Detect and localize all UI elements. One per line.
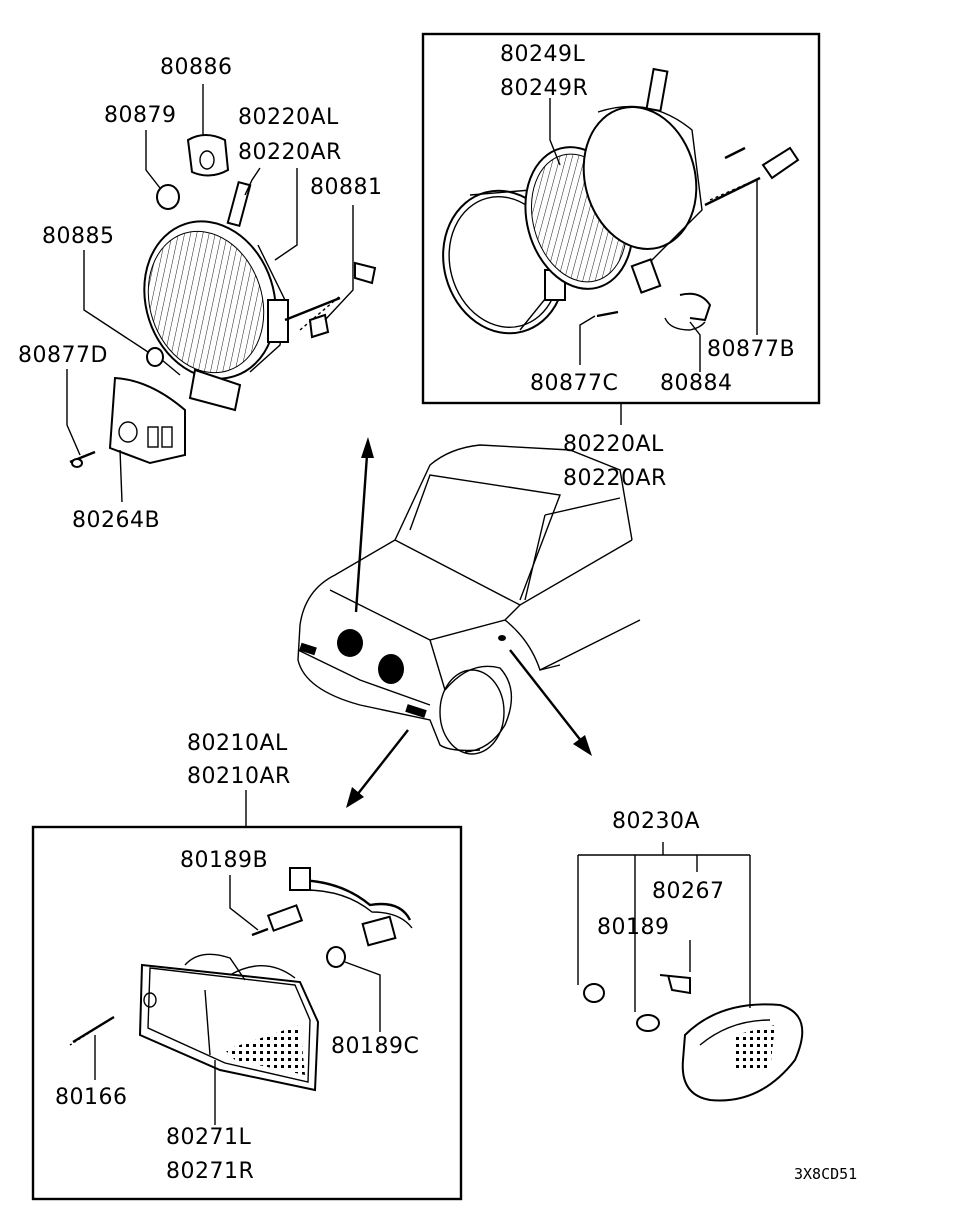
label-80264B: 80264B	[72, 508, 160, 533]
label-80877D: 80877D	[18, 343, 108, 368]
vehicle-outline	[297, 444, 641, 755]
label-80189B: 80189B	[180, 848, 268, 873]
bumper-lamp-marker-2	[405, 704, 427, 718]
label-80249L: 80249L	[500, 42, 585, 67]
leader-lines-bumper	[94, 790, 381, 1125]
fog-lamp-right-marker	[378, 654, 404, 684]
label-80230A: 80230A	[612, 809, 700, 834]
arrow-to-fog-lamp	[354, 437, 374, 613]
leader-lines-side-marker	[577, 842, 751, 1012]
bumper-lamp-detail-box	[31, 825, 463, 1201]
label-80271L: 80271L	[166, 1125, 251, 1150]
label-80189C: 80189C	[331, 1034, 419, 1059]
arrow-to-side-marker	[509, 649, 592, 756]
bumper-lamp-exploded	[69, 867, 413, 1092]
label-80210AR: 80210AR	[187, 764, 291, 789]
label-80881: 80881	[310, 175, 383, 200]
diagram-code: 3X8CD51	[794, 1165, 857, 1183]
label-80271R: 80271R	[166, 1159, 254, 1184]
label-80210AL: 80210AL	[187, 731, 288, 756]
arrow-to-bumper-lamp	[346, 729, 409, 808]
label-80220AR-top: 80220AR	[238, 140, 342, 165]
label-80220AR-box: 80220AR	[563, 466, 667, 491]
label-80879: 80879	[104, 103, 177, 128]
leader-lines-detail	[549, 98, 758, 425]
label-80249R: 80249R	[500, 76, 588, 101]
label-80166: 80166	[55, 1085, 128, 1110]
side-marker-location	[498, 635, 506, 641]
label-80877C: 80877C	[530, 371, 618, 396]
side-marker-exploded	[583, 974, 804, 1102]
label-80220AL-top: 80220AL	[238, 105, 339, 130]
label-80189: 80189	[597, 915, 670, 940]
leader-lines-left	[66, 84, 354, 503]
label-80884: 80884	[660, 371, 733, 396]
label-80220AL-box: 80220AL	[563, 432, 664, 457]
fog-lamp-left-marker	[337, 629, 363, 657]
label-80267: 80267	[652, 879, 725, 904]
bumper-lamp-marker	[299, 642, 317, 656]
fog-lamp-exploded-left	[69, 134, 377, 468]
label-80877B: 80877B	[707, 337, 795, 362]
label-80886: 80886	[160, 55, 233, 80]
fog-lamp-exploded-detail	[442, 67, 800, 335]
label-80885: 80885	[42, 224, 115, 249]
